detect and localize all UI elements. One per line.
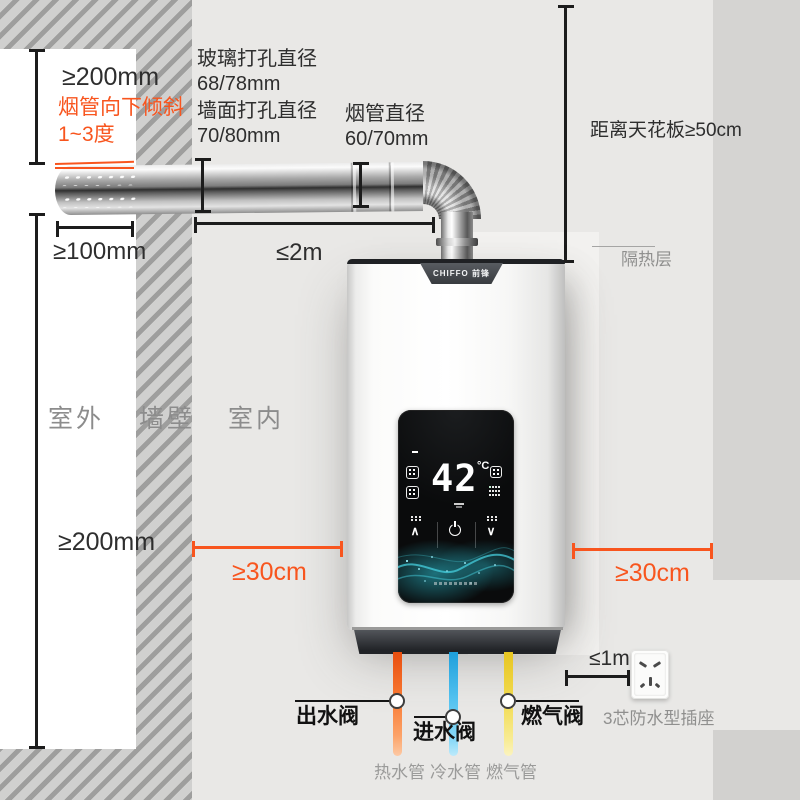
- wave-graphic: [398, 547, 514, 581]
- brand-logo-text: CHIFFO 前锋: [433, 269, 490, 278]
- temp-down-icon[interactable]: [487, 516, 489, 518]
- flue-intake-holes: [59, 194, 142, 209]
- kitchen-mode-icon: [406, 486, 419, 499]
- outlet-valve-label: 出水阀: [296, 705, 359, 728]
- right-clearance-line: [572, 543, 713, 559]
- control-panel: 42 °C ∧ ∨: [398, 410, 514, 603]
- indicator-dot-matrix: [489, 486, 491, 488]
- zone-indoor-label: 室内: [228, 405, 285, 433]
- glass-hole-title: 玻璃打孔直径: [197, 48, 317, 70]
- socket-distance-line: [565, 670, 630, 686]
- flue-diameter-value: 60/70mm: [345, 128, 429, 150]
- clearance-below-flue-line: [29, 213, 45, 749]
- tilt-wedge-bottom: [55, 166, 134, 169]
- power-socket: [631, 650, 669, 699]
- bath-mode-icon: [406, 466, 419, 479]
- cold-water-pipe: [449, 652, 458, 756]
- temperature-unit: °C: [477, 460, 490, 472]
- clearance-below-flue-label: ≥200mm: [58, 528, 156, 556]
- zone-outdoor-label: 室外: [48, 405, 105, 433]
- flue-pipe-joint: [390, 162, 395, 212]
- outdoor-area: [0, 49, 136, 749]
- heater-base: [354, 630, 561, 654]
- flue-length-label: ≤2m: [276, 239, 323, 266]
- temperature-display: 42: [431, 457, 478, 500]
- wave-sparkles: [406, 560, 408, 562]
- cold-water-pipe-label: 冷水管: [430, 763, 481, 782]
- service-hotline-mark: [434, 582, 478, 585]
- wall-hole-tick: [195, 158, 211, 213]
- flue-intake-holes: [58, 172, 141, 187]
- glass-hole-value: 68/78mm: [197, 73, 281, 95]
- flue-length-line: [194, 217, 435, 233]
- socket-slot: [648, 677, 652, 686]
- right-clearance-label: ≥30cm: [615, 559, 690, 587]
- gas-pipe-label: 燃气管: [486, 763, 537, 782]
- flue-pipe: [54, 162, 426, 216]
- outlet-valve-line: [295, 700, 390, 702]
- hot-water-pipe-label: 热水管: [374, 763, 425, 782]
- flue-diameter-title: 烟管直径: [345, 103, 425, 125]
- wall-hole-value: 70/80mm: [197, 125, 281, 147]
- outdoor-clearance-label: ≥100mm: [53, 238, 147, 265]
- insulation-label: 隔热层: [621, 250, 672, 269]
- ceiling-distance-label: 距离天花板≥50cm: [590, 120, 742, 141]
- right-wall-panel: [713, 0, 800, 580]
- status-indicator-row: [412, 451, 500, 454]
- gas-valve-line: [516, 700, 579, 702]
- wave-glow: [398, 525, 514, 603]
- eco-mode-icon: [490, 466, 502, 478]
- heater-top-edge: [347, 259, 565, 264]
- flue-tilt-label-line2: 1~3度: [58, 123, 115, 146]
- right-wall-panel-bottom: [713, 730, 800, 800]
- left-clearance-label: ≥30cm: [232, 558, 307, 586]
- inlet-valve-label: 进水阀: [413, 721, 476, 744]
- left-clearance-line: [192, 541, 343, 557]
- flue-vertical-connector: [441, 212, 473, 260]
- outlet-valve: [389, 693, 405, 709]
- ceiling-distance-line: [558, 5, 574, 263]
- temp-up-icon[interactable]: [411, 516, 413, 518]
- socket-distance-label: ≤1m: [589, 647, 630, 670]
- gas-valve: [500, 693, 516, 709]
- flue-diameter-tick: [353, 162, 369, 208]
- shower-icon: [454, 503, 464, 508]
- zone-wall-label: 墙壁: [139, 405, 196, 433]
- clearance-above-flue-line: [29, 49, 45, 165]
- brand-badge: CHIFFO 前锋: [420, 263, 503, 284]
- wall-hole-title: 墙面打孔直径: [197, 100, 317, 122]
- inlet-valve-line: [414, 716, 447, 718]
- outdoor-clearance-line: [56, 221, 134, 237]
- inlet-valve: [445, 709, 461, 725]
- clearance-above-flue-label: ≥200mm: [62, 63, 160, 91]
- flue-collar: [436, 238, 478, 246]
- insulation-pointer-line: [592, 246, 655, 247]
- heater-base-lip: [352, 627, 563, 630]
- socket-plate: [634, 653, 666, 696]
- socket-label: 3芯防水型插座: [603, 709, 715, 728]
- flue-tilt-label-line1: 烟管向下倾斜: [58, 96, 184, 119]
- gas-valve-label: 燃气阀: [521, 705, 584, 728]
